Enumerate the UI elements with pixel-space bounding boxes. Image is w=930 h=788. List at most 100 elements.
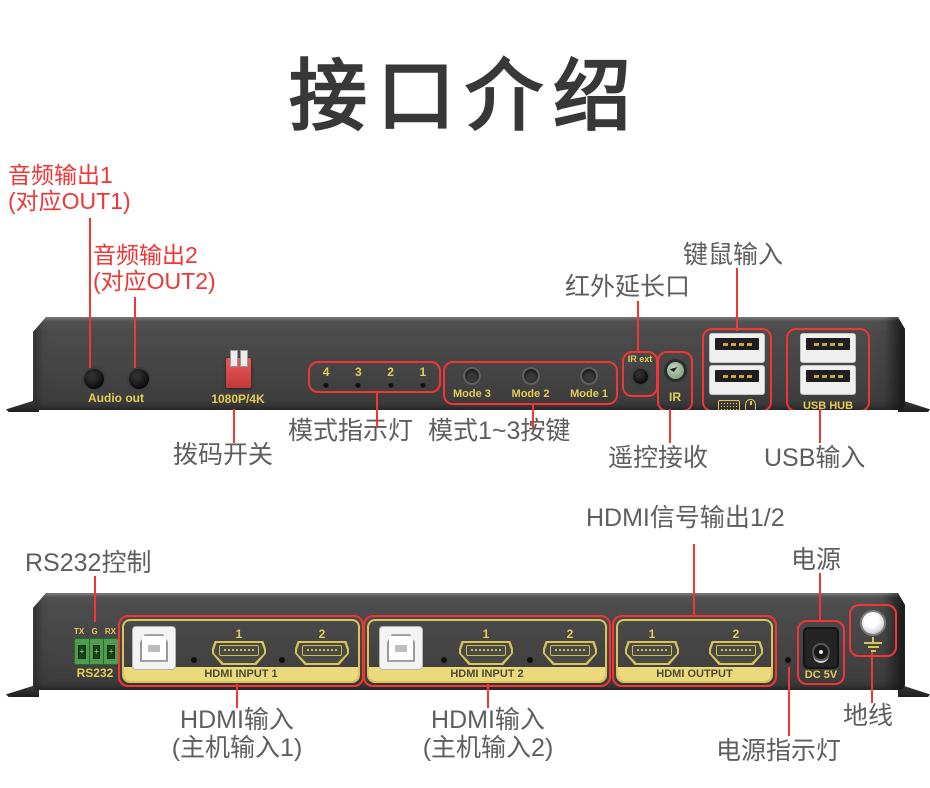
label-audio-out-1-line2: (对应OUT1) xyxy=(8,188,131,214)
audio-jack-2 xyxy=(127,367,151,391)
label-audio-out-1-line1: 音频输出1 xyxy=(8,162,113,188)
usb-hub-port-top xyxy=(800,333,856,363)
mouse-icon xyxy=(745,399,756,414)
mode-led-3: 3 xyxy=(355,365,362,389)
hdmi-output-port1-number: 1 xyxy=(648,627,656,641)
rs232-silkscreen: RS232 xyxy=(76,666,114,680)
keyboard-icon xyxy=(718,400,740,413)
mode-led-2-number: 2 xyxy=(387,365,394,379)
usb-hub-port-bottom xyxy=(800,365,856,395)
hdmi-input1-dot-2 xyxy=(279,657,285,663)
rs232-terminal-tx xyxy=(75,639,90,664)
leader-ir-receiver xyxy=(669,409,671,443)
mode-led-2-dot xyxy=(388,383,394,389)
rs232-pin-rx: RX xyxy=(104,627,116,636)
hdmi-output-port1 xyxy=(625,641,679,665)
label-rs232-control: RS232控制 xyxy=(25,549,152,577)
dc-power-group: DC 5V xyxy=(797,620,845,685)
label-audio-out-1: 音频输出1 (对应OUT1) xyxy=(8,162,131,214)
leader-power-led xyxy=(788,667,790,736)
hdmi-input2-port2 xyxy=(543,641,597,665)
leader-hdmi-in1 xyxy=(236,684,238,708)
dip-pin-2 xyxy=(240,350,248,367)
ir-ext-group: IR ext xyxy=(622,351,658,397)
usb-hub-group: USB HUB xyxy=(786,328,870,412)
leader-ground xyxy=(871,652,873,703)
front-panel-right-shade xyxy=(885,317,905,410)
front-panel: Audio out 1080P/4K 4 3 2 1 Mode 3 xyxy=(33,317,905,410)
hdmi-output-port2 xyxy=(709,641,763,665)
leader-rs232 xyxy=(94,576,96,622)
mode-led-4-number: 4 xyxy=(322,365,330,379)
audio-out-silkscreen: Audio out xyxy=(88,391,144,405)
label-ground: 地线 xyxy=(843,702,894,730)
hdmi-input2-banner: HDMI INPUT 2 xyxy=(369,667,605,681)
hdmi-input2-dot-1 xyxy=(441,657,447,663)
leader-usb-input xyxy=(819,409,821,443)
ground-symbol-icon xyxy=(863,637,883,652)
hdmi-output-port2-number: 2 xyxy=(732,627,740,641)
label-hdmi-in1: HDMI输入 (主机输入1) xyxy=(157,706,317,762)
hdmi-output-yellow-outline: HDMI OUTPUT xyxy=(616,619,773,683)
leader-hdmi-in2 xyxy=(487,684,489,708)
dip-switch xyxy=(226,358,251,388)
hdmi-input1-port1-number: 1 xyxy=(235,627,243,641)
rear-panel: TX G RX RS232 HDMI INPUT 1 1 2 HDMI INPU… xyxy=(33,593,905,690)
mode-button-3-col: Mode 3 xyxy=(453,363,491,403)
label-ir-extension-port: 红外延长口 xyxy=(565,273,691,301)
mode-2-label: Mode 2 xyxy=(511,388,550,400)
leader-audio1 xyxy=(89,218,91,368)
label-audio-out-2-line2: (对应OUT2) xyxy=(93,268,216,294)
label-power-led: 电源指示灯 xyxy=(716,737,842,765)
usb-hub-silkscreen: USB HUB xyxy=(802,400,854,412)
label-hdmi-in2-line2: (主机输入2) xyxy=(422,734,554,762)
label-ir-receiver: 遥控接收 xyxy=(608,444,709,472)
hdmi-input1-yellow-outline: HDMI INPUT 1 xyxy=(122,619,360,683)
label-hdmi-in2: HDMI输入 (主机输入2) xyxy=(408,706,568,762)
mode-led-4-dot xyxy=(323,383,329,389)
hdmi-input2-usb-b-port xyxy=(379,626,423,670)
mode-button-group: Mode 3 Mode 2 Mode 1 xyxy=(443,361,618,405)
mode-3-button xyxy=(463,367,481,385)
label-hdmi-signal-out: HDMI信号输出1/2 xyxy=(586,504,785,532)
rs232-terminal-g xyxy=(90,639,105,664)
mode-button-1-col: Mode 1 xyxy=(570,363,608,403)
mode-1-button xyxy=(580,367,598,385)
hdmi-input1-port1 xyxy=(212,641,266,665)
hdmi-input2-port2-number: 2 xyxy=(566,627,574,641)
mode-led-4: 4 xyxy=(323,365,330,389)
page-title: 接口介绍 xyxy=(288,53,641,140)
mode-led-1-number: 1 xyxy=(419,365,427,379)
label-hdmi-in2-line1: HDMI输入 xyxy=(431,706,545,734)
label-keyboard-mouse-input: 键鼠输入 xyxy=(683,241,784,269)
ir-receiver-lens xyxy=(664,359,687,382)
hdmi-input1-usb-b-port xyxy=(132,626,176,670)
ir-ext-jack xyxy=(631,367,650,386)
hdmi-input2-dot-2 xyxy=(527,657,533,663)
label-power: 电源 xyxy=(791,546,842,574)
rs232-terminal-block xyxy=(74,638,119,665)
mode-led-3-number: 3 xyxy=(355,365,362,379)
rs232-pin-g: G xyxy=(91,627,98,636)
label-dip-switch: 拨码开关 xyxy=(173,441,274,469)
hdmi-output-banner: HDMI OUTPUT xyxy=(618,667,771,681)
hdmi-input2-yellow-outline: HDMI INPUT 2 xyxy=(367,619,607,683)
ground-group xyxy=(849,604,897,657)
hdmi-input1-port2 xyxy=(295,641,349,665)
usb-km-port-bottom xyxy=(709,365,765,395)
label-hdmi-in1-line2: (主机输入1) xyxy=(171,734,303,762)
hdmi-input2-group: HDMI INPUT 2 1 2 xyxy=(363,615,611,687)
leader-ir-ext xyxy=(637,301,639,353)
mode-1-label: Mode 1 xyxy=(570,388,608,400)
ir-silkscreen: IR xyxy=(669,390,681,404)
hdmi-input1-port2-number: 2 xyxy=(318,627,326,641)
rs232-pin-labels: TX G RX xyxy=(74,627,116,636)
usb-hub-port-top-tongue xyxy=(806,338,850,350)
label-audio-out-2-line1: 音频输出2 xyxy=(93,242,198,268)
hdmi-output-group: HDMI OUTPUT 1 2 xyxy=(612,615,777,687)
label-usb-input: USB输入 xyxy=(764,444,866,472)
hdmi-input1-group: HDMI INPUT 1 1 2 xyxy=(118,615,364,687)
usb-km-group xyxy=(702,328,772,412)
dc-jack-arc xyxy=(813,654,829,663)
mode-led-1-dot xyxy=(420,383,426,389)
